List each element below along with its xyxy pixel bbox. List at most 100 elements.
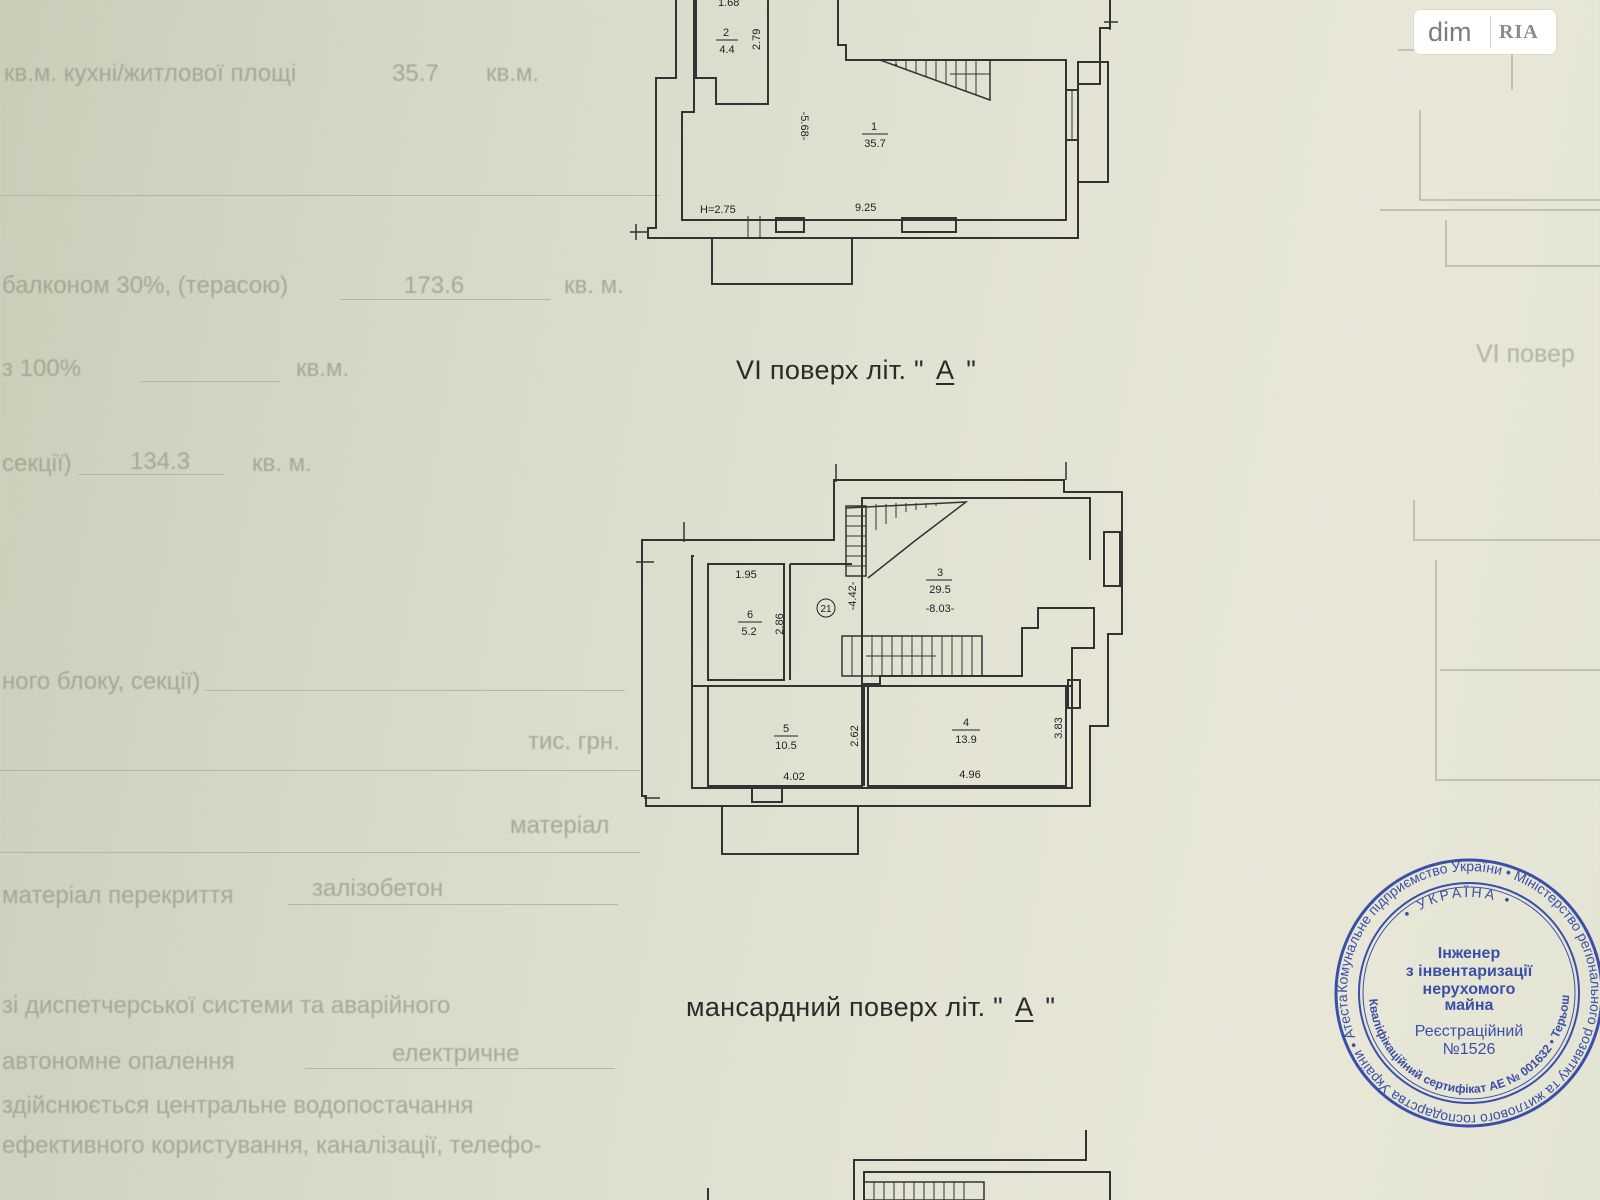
svg-text:Інженер: Інженер (1438, 945, 1501, 962)
watermark-ria-logo: RIA (1499, 20, 1539, 43)
stairs (845, 501, 969, 579)
caption-end: " (966, 355, 977, 385)
room-area: 29.5 (929, 584, 950, 596)
room-5-walls (707, 685, 863, 787)
watermark-divider (1490, 16, 1491, 48)
form-value: електричне (392, 1040, 520, 1067)
form-underline (305, 1068, 615, 1069)
room-number: 5 (783, 723, 789, 735)
room-number: 6 (747, 609, 753, 621)
window (751, 785, 783, 803)
dimension-label: 3.83 (1053, 717, 1065, 738)
form-underline (340, 299, 550, 300)
room-area: 13.9 (955, 734, 976, 746)
form-text: ного блоку, секції) (2, 668, 201, 695)
dimension-label: 2.86 (774, 613, 786, 634)
form-unit: кв.м. (296, 355, 350, 382)
window (1067, 679, 1081, 709)
room-6-walls (707, 563, 785, 681)
dimension-label: 2.62 (849, 725, 861, 746)
dimension-label: 1.68 (718, 0, 739, 9)
room-number: 3 (937, 567, 943, 579)
floor-caption-mansard: мансардний поверх літ. " А " (686, 992, 1055, 1023)
form-value: залізобетон (312, 875, 444, 902)
room-area: 4.4 (719, 44, 734, 56)
form-unit: кв. м. (252, 450, 312, 477)
watermark-dim: dim (1428, 16, 1472, 47)
room-area: 5.2 (741, 626, 756, 638)
caption-end: " (1045, 992, 1056, 1022)
ghost-plans-right (1380, 49, 1600, 781)
form-text: кв.м. кухні/житлової площі (4, 60, 297, 87)
inner-wall (681, 0, 1067, 221)
ghost-caption: VI повер (1476, 340, 1575, 368)
room-2-walls (695, 0, 769, 105)
dimension-label: -8.03- (926, 603, 955, 615)
labels-vi: 1.68 2 4.4 2.79 -5.68- 1 35.7 H=2.75 9.2… (700, 0, 888, 216)
svg-text:з інвентаризації: з інвентаризації (1406, 963, 1533, 980)
form-text: секції) (2, 450, 72, 477)
caption-text: мансардний поверх літ. " (686, 992, 1004, 1022)
form-text: зі диспетчерської системи та аварійного (2, 992, 451, 1019)
loggia (1077, 61, 1109, 183)
window (901, 217, 957, 233)
dimension-label: 4.96 (959, 769, 980, 781)
balcony (721, 805, 859, 855)
room-group-label: 21 (820, 604, 832, 615)
inner-wall (691, 497, 1095, 789)
form-text: ефективного користування, каналізації, т… (2, 1132, 542, 1159)
outer-wall (647, 0, 1111, 239)
ceiling-height: H=2.75 (700, 204, 736, 216)
floor-caption-vi: VI поверх літ. "А" (736, 355, 976, 386)
room-number: 2 (723, 27, 729, 39)
caption-text: VI поверх літ. " (736, 355, 924, 385)
stamp-inner-top-text: • УКРАЇНА • (1400, 884, 1515, 921)
form-unit: кв.м. (486, 60, 540, 87)
floor-plan-vi (647, 0, 1111, 285)
form-underline (0, 195, 660, 196)
dimension-label: -4.42- (847, 581, 859, 610)
form-unit: кв. м. (564, 272, 624, 299)
dimension-label: -5.68- (798, 112, 810, 141)
wall-ticks-vi (630, 14, 1118, 240)
dimension-label: 1.95 (735, 569, 756, 581)
form-text: матеріал (510, 812, 610, 839)
stamp-center: Інженер з інвентаризації нерухомого майн… (1406, 945, 1533, 1058)
dimension-label: 4.02 (783, 771, 804, 783)
outer-wall (641, 479, 1123, 807)
floor-plan-mansard (641, 479, 1123, 855)
form-underline (205, 690, 625, 691)
svg-text:Реєстраційний: Реєстраційний (1415, 1023, 1524, 1040)
room-number: 4 (963, 717, 969, 729)
window (775, 217, 805, 233)
svg-text:нерухомого: нерухомого (1423, 981, 1516, 998)
form-underline (78, 474, 224, 475)
room-number: 1 (871, 121, 877, 133)
svg-text:майна: майна (1445, 997, 1494, 1014)
dimension-label: 9.25 (855, 202, 876, 214)
room-area: 35.7 (864, 138, 885, 150)
stair-hatch-partial (873, 1182, 965, 1200)
svg-text:№1526: №1526 (1443, 1041, 1496, 1058)
dimension-label: 2.79 (751, 29, 763, 50)
form-text: здійснюється центральне водопостачання (2, 1092, 474, 1119)
caption-letter: А (1015, 992, 1034, 1022)
stairs (879, 59, 991, 102)
form-underline (0, 852, 640, 853)
stair-hatch-mansard (846, 503, 973, 676)
official-stamp: Комунальне підприємство України • Мініст… (1334, 858, 1600, 1128)
form-value: 134.3 (130, 448, 191, 475)
stair-hatch-vi (895, 61, 990, 95)
form-text: матеріал перекриття (2, 882, 234, 909)
form-text: балконом 30%, (терасою) (2, 272, 289, 299)
form-underline (140, 381, 280, 382)
form-value: 173.6 (404, 272, 465, 299)
labels-mansard: 1.95 6 5.2 2.86 21 -4.42- 3 29.5 -8.03- … (735, 567, 1065, 783)
form-text: з 100% (2, 355, 82, 382)
floor-plan-partial (707, 1130, 1111, 1200)
form-underline (288, 904, 618, 905)
room-4-walls (867, 685, 1067, 787)
wall-ticks-mansard (636, 462, 1067, 799)
form-value: 35.7 (392, 60, 439, 87)
